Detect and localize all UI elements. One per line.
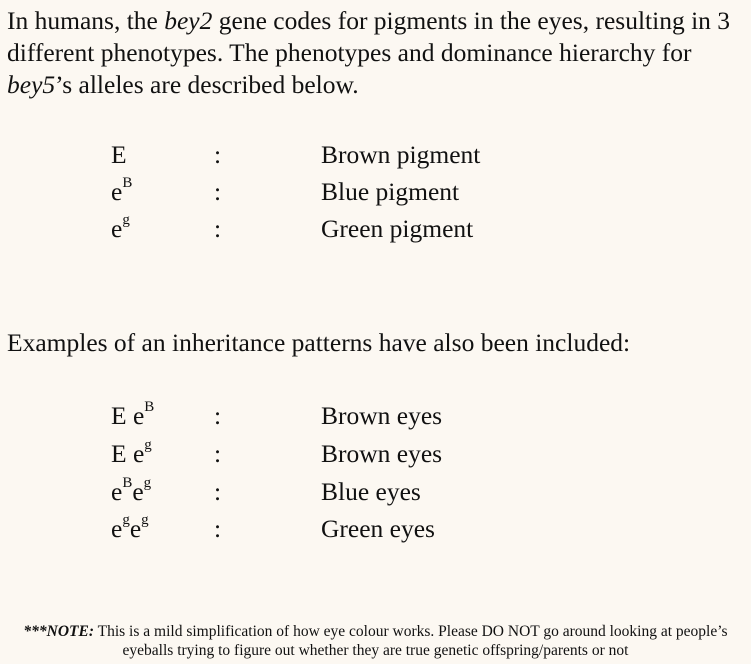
genotype-allele-a: E [111,401,133,430]
separator: : [214,401,222,430]
footnote: ***NOTE: This is a mild simplification o… [0,622,751,660]
allele-symbol: eg [111,212,130,244]
allele-superscript: B [122,175,133,191]
gene-name-2: bey5 [7,70,56,99]
allele-description: Brown pigment [321,140,481,169]
gene-name-1: bey2 [164,6,213,35]
allele-symbol: eB [111,175,133,207]
phenotype: Brown eyes [321,439,443,468]
genotype-allele-b: e [132,439,145,468]
genotype-allele-b: e [129,514,142,543]
separator: : [214,177,222,206]
genotype-allele-a: e [111,514,123,543]
genotype-allele-a: e [111,477,123,506]
allele-row: eg : Green pigment [0,212,751,252]
allele-base: e [111,177,123,206]
note-text: This is a mild simplification of how eye… [94,623,728,659]
separator: : [214,477,222,506]
intro-paragraph: In humans, the bey2 gene codes for pigme… [7,5,747,101]
example-row: E eg : Brown eyes [0,437,751,477]
genotype-allele-a-sup: g [122,512,130,528]
genotype: egeg [111,512,149,544]
genotype-allele-a-sup: B [122,475,133,491]
allele-description: Blue pigment [321,177,460,206]
genotype-allele-b: e [132,477,144,506]
genotype-allele-b-sup: g [141,512,149,528]
example-row: egeg : Green eyes [0,512,751,552]
examples-heading: Examples of an inheritance patterns have… [7,328,631,357]
phenotype: Green eyes [321,514,435,543]
example-row: eBeg : Blue eyes [0,475,751,515]
intro-text-2: gene codes for pigments in the eyes, res… [7,6,731,67]
genotype-allele-b-sup: B [144,399,155,415]
separator: : [214,140,222,169]
allele-description: Green pigment [321,214,474,243]
allele-base: E [111,140,127,169]
allele-symbol: E [111,140,127,170]
allele-row: eB : Blue pigment [0,175,751,215]
intro-text-3: ’s alleles are described below. [55,70,359,99]
allele-base: e [111,214,123,243]
genotype: eBeg [111,475,152,507]
genotype-allele-b-sup: g [143,475,152,491]
intro-text-1: In humans, the [7,6,165,35]
separator: : [214,439,222,468]
allele-row: E : Brown pigment [0,140,751,178]
genotype: E eB [111,399,155,431]
genotype-allele-b-sup: g [144,437,152,453]
separator: : [214,514,222,543]
phenotype: Brown eyes [321,401,443,430]
genotype-allele-b: e [132,401,145,430]
phenotype: Blue eyes [321,477,421,506]
genotype: E eg [111,437,152,469]
note-label: ***NOTE: [23,623,95,640]
separator: : [214,214,222,243]
example-row: E eB : Brown eyes [0,399,751,439]
allele-superscript: g [122,212,130,228]
genotype-allele-a: E [111,439,133,468]
